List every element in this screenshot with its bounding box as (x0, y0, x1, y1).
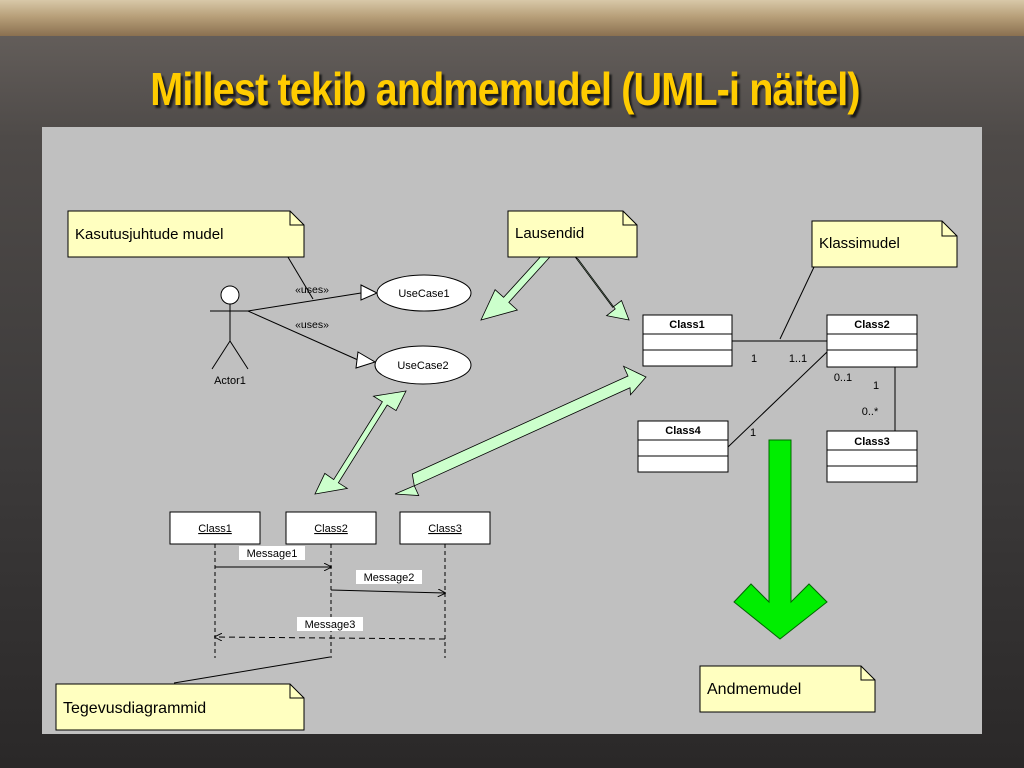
note-usecase-model: Kasutusjuhtude mudel (67, 210, 305, 258)
message2-label: Message2 (364, 572, 415, 584)
class-box-3: Class3 (826, 430, 918, 483)
class-box-2: Class2 (826, 314, 918, 368)
mult-c1c2-right: 1..1 (789, 353, 807, 365)
note-class-model-text: Klassimudel (819, 235, 900, 252)
seq-object-2: Class2 (285, 511, 377, 545)
statement-arrow-left (480, 248, 554, 321)
message3-label: Message3 (305, 619, 356, 631)
usecase1-label: UseCase1 (398, 288, 449, 300)
note-data-model: Andmemudel (699, 665, 876, 713)
usecase-diagram: Actor1 «uses» «uses» UseCase1 UseCase2 (210, 274, 472, 387)
class-box-1: Class1 (642, 314, 733, 367)
class1-name: Class1 (669, 319, 704, 331)
note-usecase-model-text: Kasutusjuhtude mudel (75, 226, 223, 243)
note-statements-text: Lausendid (515, 225, 584, 242)
uses-arrowhead-2 (355, 351, 377, 369)
statement-arrow-right (575, 257, 630, 321)
slide-title: Millest tekib andmemudel (UML-i näitel) (150, 63, 860, 115)
class-diagram: Class1 Class2 Class3 Class4 1 1..1 0..1 … (637, 314, 918, 483)
mult-c1c2-left: 1 (751, 353, 757, 365)
mult-c2c3-mid: 1 (873, 380, 879, 392)
assoc-class4-class2 (727, 351, 828, 448)
seq-object-3-label: Class3 (428, 523, 462, 535)
seq-object-1: Class1 (169, 511, 261, 545)
uses-label-1: «uses» (295, 284, 329, 296)
usecase2-ellipse (374, 345, 472, 385)
message3-arrow (215, 637, 446, 639)
actor-label: Actor1 (214, 375, 246, 387)
class-box-4: Class4 (637, 420, 729, 473)
top-banner-image (0, 0, 1024, 36)
green-down-arrow (733, 439, 828, 640)
message1-label-bg (239, 546, 305, 560)
uses-arrowhead-1 (360, 284, 379, 301)
note-class-model: Klassimudel (811, 220, 958, 268)
message2-arrow (330, 590, 445, 593)
mult-c2c3-bottom: 0..* (862, 406, 879, 418)
uses-label-2: «uses» (295, 319, 329, 331)
uses-line-1 (247, 292, 362, 312)
message3-label-bg (297, 617, 363, 631)
seq-object-3: Class3 (399, 511, 491, 545)
note-activity-diagrams-text: Tegevusdiagrammid (63, 700, 206, 717)
note-statements: Lausendid (507, 210, 638, 258)
actor-figure (210, 285, 250, 370)
note-connector-class (779, 266, 815, 340)
usecase-sequence-double-arrow (314, 390, 407, 495)
class4-name: Class4 (665, 425, 701, 437)
class2-name: Class2 (854, 319, 889, 331)
class3-name: Class3 (854, 436, 889, 448)
pale-arrows (314, 248, 647, 496)
uses-line-2 (247, 310, 359, 361)
mult-c2c3-top: 0..1 (834, 372, 852, 384)
note-data-model-text: Andmemudel (707, 681, 801, 698)
sequence-diagram: Class1 Class2 Class3 Message1 Message2 M… (169, 511, 491, 658)
note-activity-diagrams: Tegevusdiagrammid (55, 683, 305, 731)
diagram-canvas: Actor1 «uses» «uses» UseCase1 UseCase2 C… (55, 210, 958, 731)
mult-c4c2: 1 (750, 427, 756, 439)
usecase1-ellipse (376, 274, 472, 312)
sequence-class-double-arrow (394, 365, 647, 496)
usecase2-label: UseCase2 (397, 360, 448, 372)
note-connector-activity (173, 656, 331, 684)
seq-object-1-label: Class1 (198, 523, 232, 535)
diagram-panel: Actor1 «uses» «uses» UseCase1 UseCase2 C… (42, 127, 982, 734)
message1-label: Message1 (247, 548, 298, 560)
message2-label-bg (356, 570, 422, 584)
seq-object-2-label: Class2 (314, 523, 348, 535)
